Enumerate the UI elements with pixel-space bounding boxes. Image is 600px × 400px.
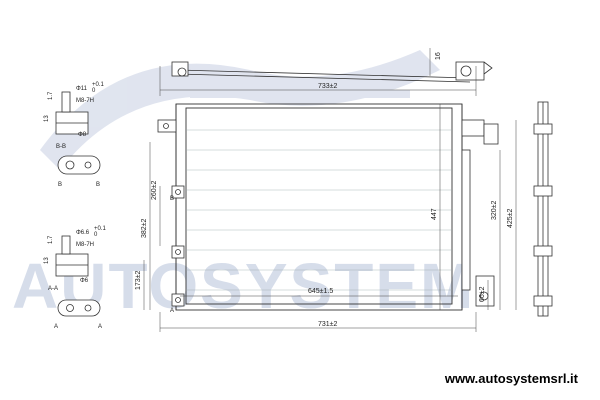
left-brackets [157,119,185,307]
dimension-lines [143,48,517,332]
watermark-logo-swoosh [40,50,440,170]
detail-lower-section: A-A [48,286,58,292]
detail-upper-dim-c: Φ8 [78,132,87,138]
detail-upper-dim-b: 13 [44,115,50,122]
top-pipe [171,61,493,83]
dim-bottom-width: 731±2 [318,321,338,328]
detail-lower: Φ6.6 +0.1 0 M8-7H 1.7 13 Φ6 A-A A A [44,226,107,330]
detail-upper-tol-bot: 0 [92,88,96,94]
detail-upper-dia: Φ11 [76,86,88,92]
dim-left-tall: 382±2 [141,218,148,238]
detail-lower-tol-bot: 0 [94,232,98,238]
detail-lower-dim-b: 13 [44,257,50,264]
dim-right-small: 66±2 [479,286,486,302]
detail-upper-mark-left: B [58,182,62,188]
detail-lower-dim-c: Φ6 [80,278,89,284]
right-fittings [461,119,499,307]
dim-core-height: 447 [431,208,438,220]
detail-upper-tol-top: +0.1 [92,82,105,88]
dim-top-offset: 16 [435,52,442,60]
footer-url[interactable]: www.autosystemsrl.it [444,371,578,386]
condenser-core [186,129,452,291]
detail-upper-section: B-B [56,144,66,150]
detail-upper-dim-a: 1.7 [48,91,54,100]
detail-lower-tol-top: +0.1 [94,226,107,232]
watermark-logo-bar [190,90,410,98]
detail-upper-mark-right: B [96,182,100,188]
detail-lower-mark-right: A [98,324,102,330]
detail-lower-dia: Φ6.6 [76,230,90,236]
dim-left-mid: 260±2 [151,180,158,200]
detail-lower-mark-left: A [54,324,58,330]
dim-right-tall: 425±2 [507,208,514,228]
detail-upper-thread: M8-7H [76,98,94,104]
dim-top-width: 733±2 [318,83,338,90]
detail-lower-dim-a: 1.7 [48,235,54,244]
dim-right-mid: 320±2 [491,200,498,220]
detail-upper: Φ11 +0.1 0 M8-7H 1.7 13 Φ8 B-B B B [44,82,105,188]
dim-core-width: 645±1.5 [308,288,333,295]
dim-left-small: 173±2 [135,270,142,290]
view-mark-b: B [170,196,174,202]
detail-lower-thread: M8-7H [76,242,94,248]
side-view [533,101,553,317]
view-mark-a: A [170,308,174,314]
